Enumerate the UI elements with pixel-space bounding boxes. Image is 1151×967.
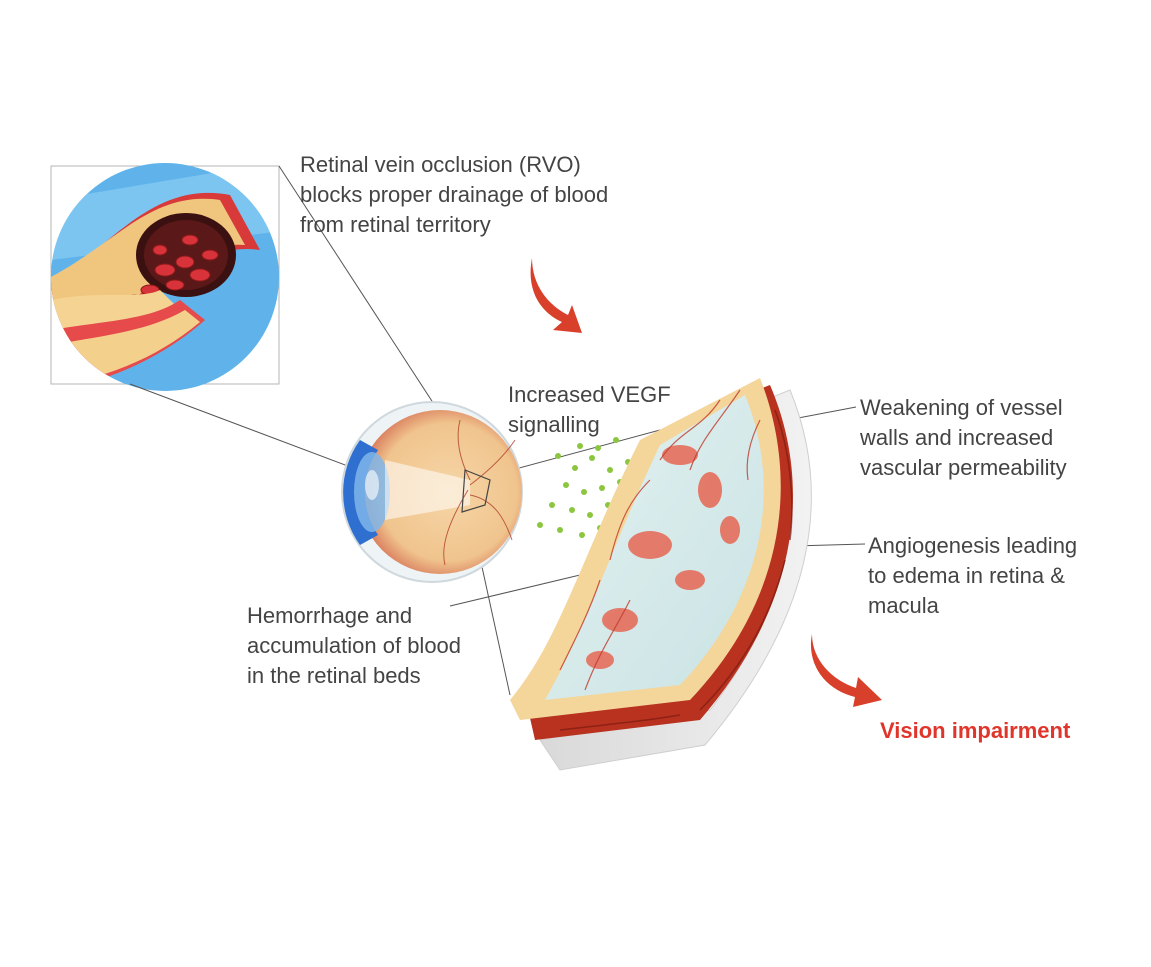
label-line: Angiogenesis leading bbox=[868, 533, 1078, 558]
curved-arrow-down-right-icon bbox=[810, 634, 882, 707]
label-line: Weakening of vessel bbox=[860, 395, 1063, 420]
label-line: Vision impairment bbox=[880, 718, 1071, 743]
retina-tissue-block bbox=[510, 378, 812, 771]
label-angiogenesis: Angiogenesis leading to edema in retina … bbox=[868, 531, 1077, 621]
label-line: Hemorrhage and bbox=[247, 603, 413, 628]
label-hemorrhage: Hemorrhage and accumulation of blood in … bbox=[247, 601, 461, 691]
label-line: Increased VEGF bbox=[508, 382, 671, 407]
hemorrhage-spots bbox=[586, 445, 740, 669]
eyeball-illustration bbox=[341, 401, 523, 583]
curved-arrow-down-right-icon bbox=[530, 258, 582, 333]
label-retinal-vein-occlusion: Retinal vein occlusion (RVO) blocks prop… bbox=[300, 150, 608, 240]
label-vegf-signalling: Increased VEGF signalling bbox=[508, 380, 671, 440]
magnified-vessel-inset bbox=[50, 163, 280, 391]
label-line: accumulation of blood bbox=[247, 633, 462, 658]
label-vision-impairment: Vision impairment bbox=[880, 716, 1070, 746]
label-line: from retinal territory bbox=[300, 212, 491, 237]
label-line: macula bbox=[868, 593, 939, 618]
label-line: Retinal vein occlusion (RVO) bbox=[300, 152, 581, 177]
label-line: vascular permeability bbox=[860, 455, 1067, 480]
label-vessel-weakening: Weakening of vessel walls and increased … bbox=[860, 393, 1067, 483]
label-line: walls and increased bbox=[860, 425, 1054, 450]
label-line: in the retinal beds bbox=[247, 663, 421, 688]
label-line: to edema in retina & bbox=[868, 563, 1065, 588]
label-line: blocks proper drainage of blood bbox=[300, 182, 609, 207]
label-line: signalling bbox=[508, 412, 600, 437]
